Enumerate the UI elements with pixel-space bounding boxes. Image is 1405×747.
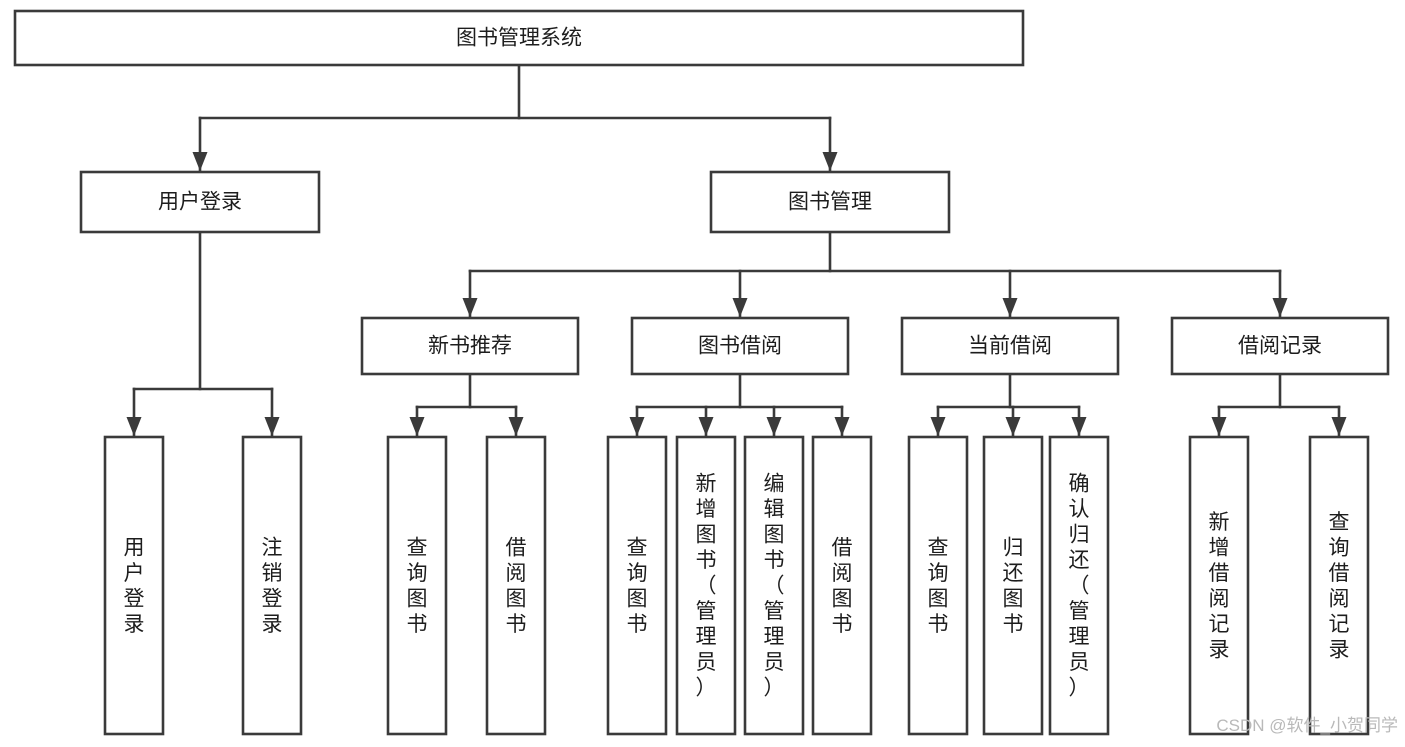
edges-layer [126,63,1347,438]
node-box [1188,435,1250,736]
node-label: 查询借阅记录 [1329,511,1350,662]
node-leaf-query-book-2[interactable]: 查询图书 [606,435,668,736]
node-box [386,435,448,736]
node-box [79,170,321,234]
node-box [907,435,969,736]
node-leaf-query-record[interactable]: 查询借阅记录 [1308,435,1370,736]
arrow-head-icon [1331,417,1347,436]
node-box [606,435,668,736]
node-box [103,435,165,736]
node-box [675,435,737,736]
arrow-head-icon [1002,298,1018,317]
node-box [1170,316,1390,376]
node-label: 查询图书 [627,536,648,636]
arrow-head-icon [192,152,208,171]
node-user-login[interactable]: 用户登录 [79,170,321,234]
node-label: 编辑图书（管理员） [764,473,785,700]
arrow-head-icon [508,417,524,436]
node-box [241,435,303,736]
node-label: 新书推荐 [428,335,512,358]
node-leaf-add-book[interactable]: 新增图书（管理员） [675,435,737,736]
node-label: 借阅图书 [506,536,527,636]
arrow-head-icon [834,417,850,436]
node-box [900,316,1120,376]
arrow-head-icon [1071,417,1087,436]
node-leaf-logout[interactable]: 注销登录 [241,435,303,736]
node-box [811,435,873,736]
node-box [630,316,850,376]
node-label: 图书管理 [788,191,872,214]
node-book-manage[interactable]: 图书管理 [709,170,951,234]
node-leaf-borrow-book-2[interactable]: 借阅图书 [811,435,873,736]
arrow-head-icon [766,417,782,436]
node-leaf-add-record[interactable]: 新增借阅记录 [1188,435,1250,736]
arrow-head-icon [126,417,142,436]
node-box [1308,435,1370,736]
node-label: 确认归还（管理员） [1069,473,1090,700]
node-current-borrow[interactable]: 当前借阅 [900,316,1120,376]
arrow-head-icon [930,417,946,436]
node-borrow-record[interactable]: 借阅记录 [1170,316,1390,376]
arrow-head-icon [462,298,478,317]
node-leaf-confirm-return[interactable]: 确认归还（管理员） [1048,435,1110,736]
node-box [485,435,547,736]
node-leaf-query-book-3[interactable]: 查询图书 [907,435,969,736]
arrow-head-icon [698,417,714,436]
nodes-layer: 图书管理系统用户登录图书管理新书推荐图书借阅当前借阅借阅记录用户登录注销登录查询… [13,9,1390,736]
arrow-head-icon [629,417,645,436]
node-box [13,9,1025,67]
node-label: 新增借阅记录 [1209,511,1230,662]
csdn-watermark: CSDN @软件_小贺同学 [1216,716,1398,735]
arrow-head-icon [1211,417,1227,436]
node-box [982,435,1044,736]
arrow-head-icon [264,417,280,436]
arrow-head-icon [822,152,838,171]
node-book-borrow[interactable]: 图书借阅 [630,316,850,376]
node-leaf-return-book[interactable]: 归还图书 [982,435,1044,736]
node-leaf-query-book-1[interactable]: 查询图书 [386,435,448,736]
node-root[interactable]: 图书管理系统 [13,9,1025,67]
arrow-head-icon [409,417,425,436]
node-label: 查询图书 [928,536,949,636]
node-label: 注销登录 [262,536,283,636]
node-leaf-edit-book[interactable]: 编辑图书（管理员） [743,435,805,736]
node-label: 归还图书 [1003,536,1024,636]
node-label: 图书借阅 [698,335,782,358]
node-label: 查询图书 [407,536,428,636]
arrow-head-icon [1272,298,1288,317]
node-box [743,435,805,736]
node-label: 借阅图书 [832,536,853,636]
node-box [360,316,580,376]
node-label: 用户登录 [124,536,145,636]
node-label: 借阅记录 [1238,335,1322,358]
node-leaf-borrow-book-1[interactable]: 借阅图书 [485,435,547,736]
node-box [1048,435,1110,736]
node-label: 当前借阅 [968,335,1052,358]
node-new-book-recommend[interactable]: 新书推荐 [360,316,580,376]
node-leaf-user-login[interactable]: 用户登录 [103,435,165,736]
node-label: 图书管理系统 [456,27,582,50]
node-label: 用户登录 [158,191,242,214]
node-label: 新增图书（管理员） [696,473,717,700]
arrow-head-icon [732,298,748,317]
arrow-head-icon [1005,417,1021,436]
node-box [709,170,951,234]
